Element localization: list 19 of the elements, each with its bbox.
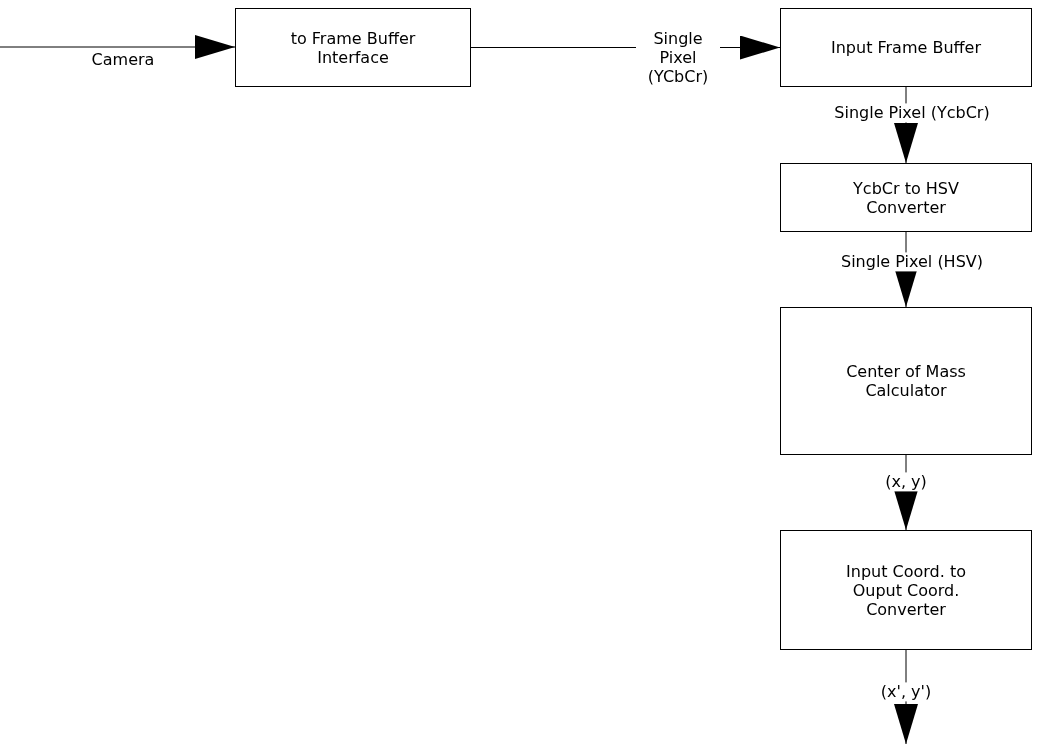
box-label: Input Coord. to Ouput Coord. Converter <box>845 561 967 619</box>
edge-label: Single Pixel (YCbCr) <box>636 29 720 87</box>
process-box <box>780 163 1032 232</box>
box-label: to Frame Buffer Interface <box>289 28 417 67</box>
arrow <box>894 649 918 745</box>
box-label: YcbCr to HSV Converter <box>852 178 960 217</box>
arrow <box>894 231 918 308</box>
process-box <box>780 8 1032 87</box>
arrow <box>0 35 236 59</box>
box-label: Input Frame Buffer <box>831 38 981 57</box>
process-box <box>780 530 1032 650</box>
arrow <box>894 454 918 531</box>
edge-label: Single Pixel (YcbCr) <box>832 103 992 123</box>
box-label: Center of Mass Calculator <box>845 362 967 400</box>
arrow <box>894 86 918 164</box>
edge-label: Single Pixel (HSV) <box>839 252 985 272</box>
process-box <box>235 8 471 87</box>
edge-label: (x, y) <box>883 472 929 492</box>
process-box <box>780 307 1032 455</box>
